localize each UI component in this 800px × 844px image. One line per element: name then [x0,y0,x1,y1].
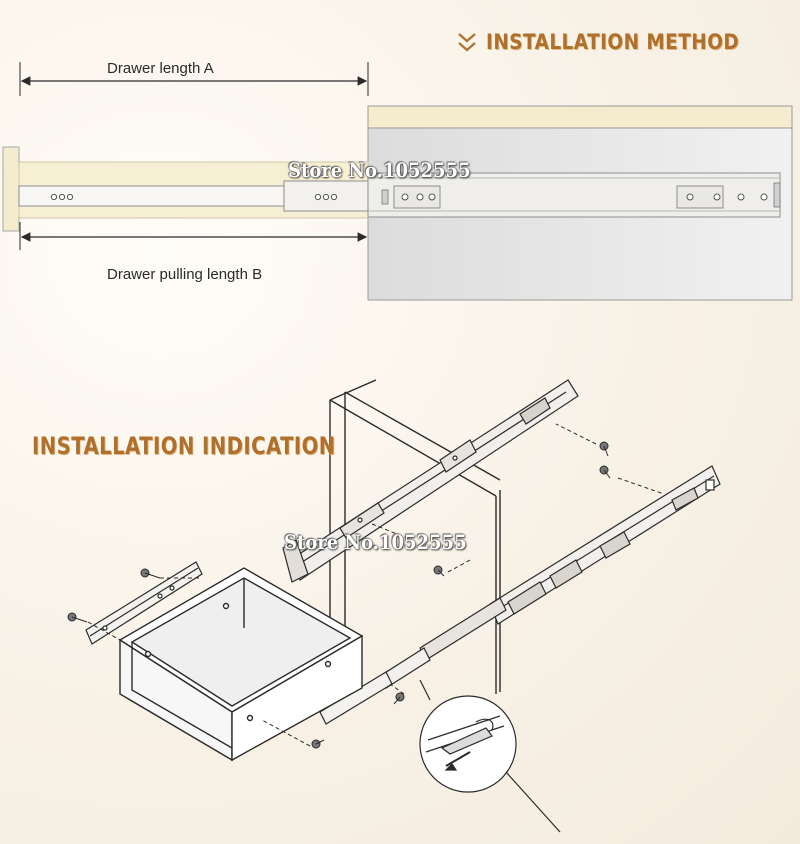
store-watermark-bottom: Store No.1052555 [284,530,467,554]
detail-magnifier [419,679,561,833]
dimension-a [19,62,369,96]
upper-slide-rail [282,379,579,583]
installation-indication-heading: INSTALLATION INDICATION [32,432,336,460]
drawer-pulling-length-label: Drawer pulling length B [107,266,263,283]
alignment-lines [87,423,665,747]
store-watermark-top: Store No.1052555 [288,158,471,182]
slide-rail-extended [18,172,781,218]
drawer-length-label: Drawer length A [107,60,214,77]
chevron-down-icon [458,33,476,52]
drawer-member-rail [85,561,203,645]
screws [67,441,611,749]
lower-slide-rail [319,465,721,725]
drawer-box [118,567,364,762]
installation-method-heading: INSTALLATION METHOD [486,30,740,54]
